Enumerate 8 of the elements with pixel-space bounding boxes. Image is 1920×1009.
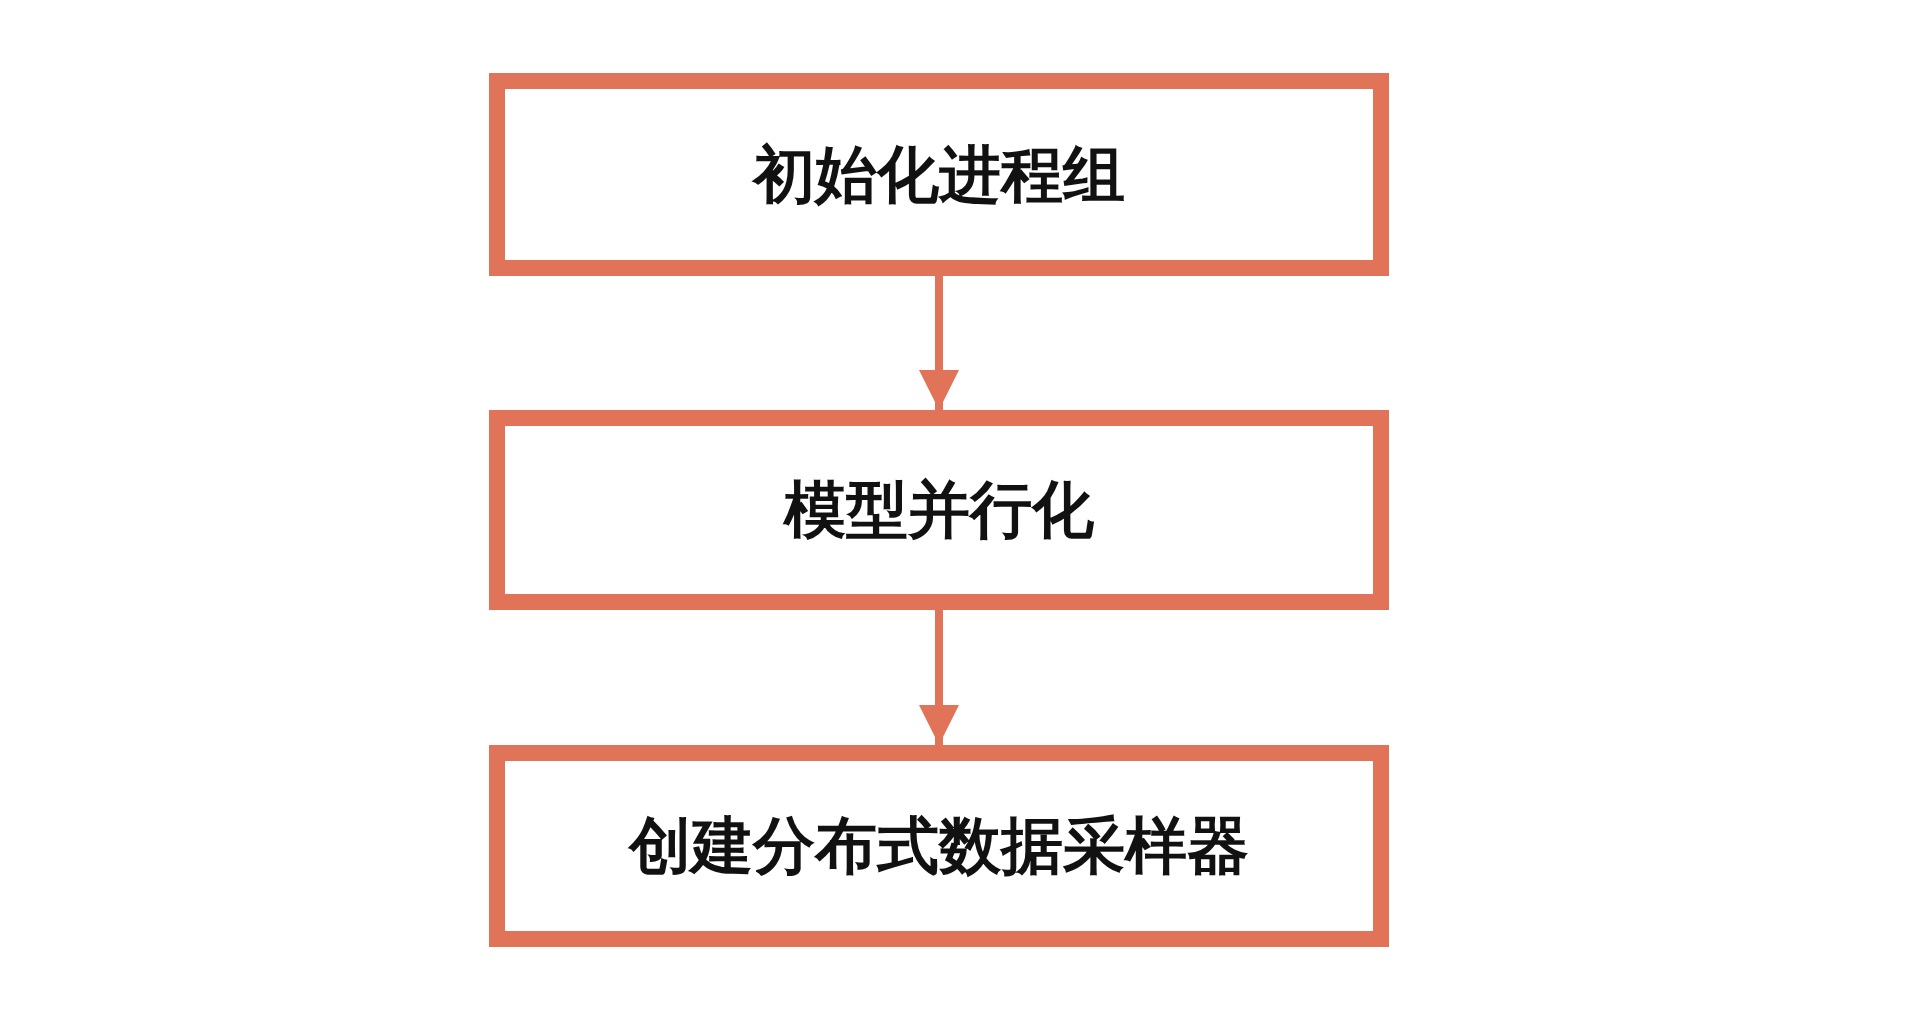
arrow bbox=[919, 610, 959, 745]
box-label: 模型并行化 bbox=[784, 472, 1094, 548]
box-label: 创建分布式数据采样器 bbox=[629, 808, 1249, 884]
arrow bbox=[919, 276, 959, 410]
process-box bbox=[489, 410, 1389, 610]
box-label: 初始化进程组 bbox=[753, 136, 1125, 213]
process-box bbox=[489, 745, 1389, 947]
process-box bbox=[489, 73, 1389, 276]
